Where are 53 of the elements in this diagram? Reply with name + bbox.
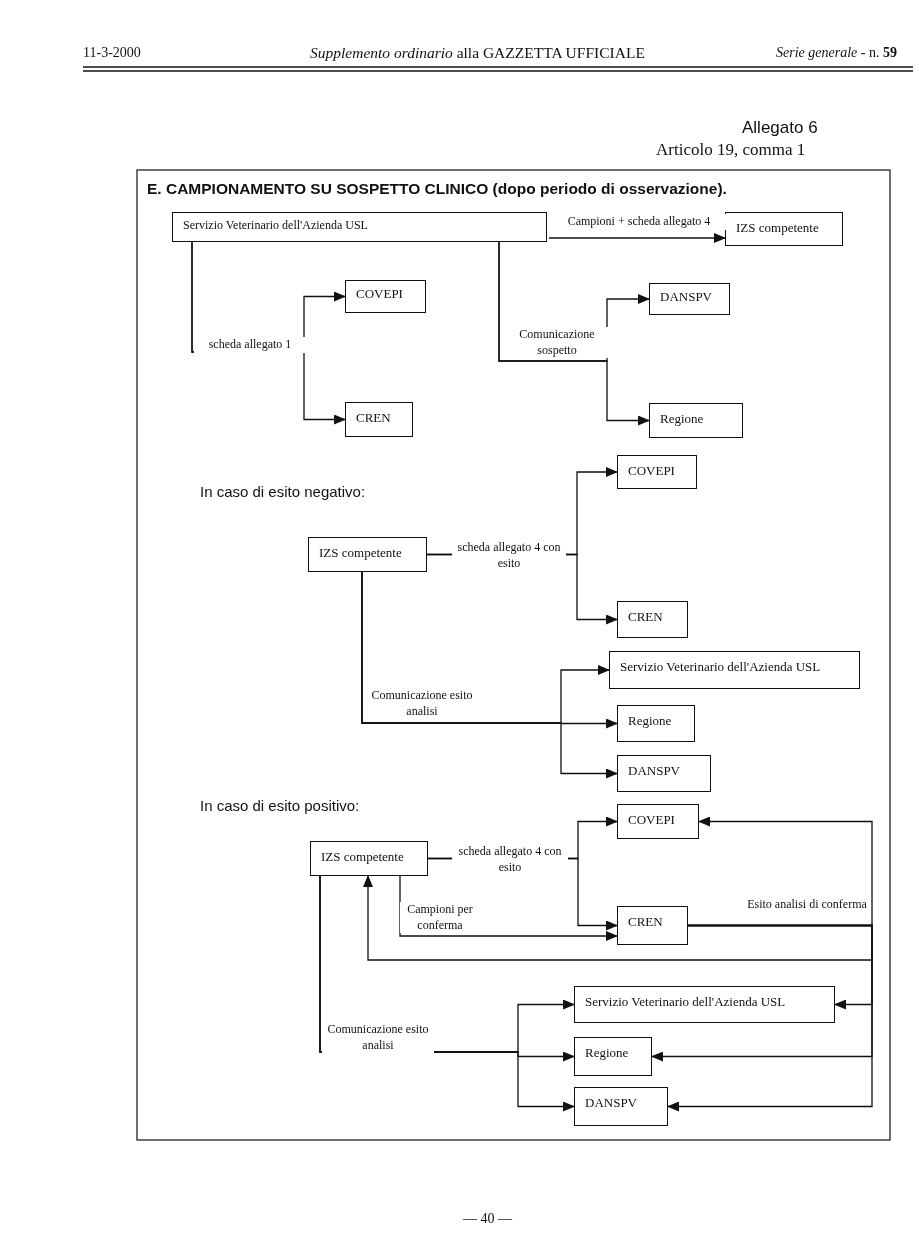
arrow xyxy=(548,233,726,243)
node-label: COVEPI xyxy=(628,812,676,828)
arrow xyxy=(399,875,618,941)
node-label: IZS competente xyxy=(319,545,403,561)
process-box xyxy=(617,705,695,742)
process-box xyxy=(574,1087,668,1126)
page-text: Serie generale - n. 59 xyxy=(776,45,897,61)
edge-label: Comunicazione esito analisi xyxy=(322,1022,434,1054)
process-box xyxy=(617,601,688,638)
page-text: In caso di esito positivo: xyxy=(200,797,360,814)
node-label: Regione xyxy=(628,713,673,729)
process-box xyxy=(609,651,860,689)
node-label: Regione xyxy=(585,1045,630,1061)
process-box xyxy=(574,986,835,1023)
page-text: Articolo 19, comma 1 xyxy=(656,140,806,160)
page-text: Supplemento ordinario alla GAZZETTA UFFICIALE xyxy=(310,44,645,62)
process-box xyxy=(617,755,711,792)
process-box xyxy=(310,841,428,876)
process-box xyxy=(345,280,426,313)
page-text: In caso di esito negativo: xyxy=(200,483,366,500)
edge-label: scheda allegato 1 xyxy=(194,337,306,353)
node-label: Regione xyxy=(660,411,705,427)
node-label: Servizio Veterinario dell'Azienda USL xyxy=(620,659,822,675)
process-box xyxy=(617,455,697,489)
arrow xyxy=(667,924,873,1112)
node-label: IZS competente xyxy=(321,849,405,865)
node-label: CREN xyxy=(628,914,664,930)
node-label: DANSPV xyxy=(585,1095,638,1111)
node-label: CREN xyxy=(356,410,392,426)
node-label: Servizio Veterinario dell'Azienda USL xyxy=(585,994,787,1010)
node-label: CREN xyxy=(628,609,664,625)
arrow xyxy=(363,875,873,961)
process-box xyxy=(649,283,730,315)
process-box xyxy=(574,1037,652,1076)
process-box xyxy=(308,537,427,572)
process-box xyxy=(649,403,743,438)
page-text: — 40 — xyxy=(463,1211,512,1227)
node-label: COVEPI xyxy=(628,463,676,479)
node-label: COVEPI xyxy=(356,286,404,302)
process-box xyxy=(725,212,843,246)
diagram-title: E. CAMPIONAMENTO SU SOSPETTO CLINICO (dopo periodo di osservazione). xyxy=(147,180,727,198)
node-label: Servizio Veterinario dell'Azienda USL xyxy=(183,218,369,233)
process-box xyxy=(172,212,547,242)
arrow xyxy=(498,241,650,426)
node-label: DANSPV xyxy=(660,289,713,305)
node-label: IZS competente xyxy=(736,220,820,236)
process-box xyxy=(617,804,699,839)
node-label: DANSPV xyxy=(628,763,681,779)
page-text: 11-3-2000 xyxy=(83,45,141,61)
arrow xyxy=(361,571,618,779)
process-box xyxy=(345,402,413,437)
page-text: Allegato 6 xyxy=(742,118,818,138)
process-box xyxy=(617,906,688,945)
